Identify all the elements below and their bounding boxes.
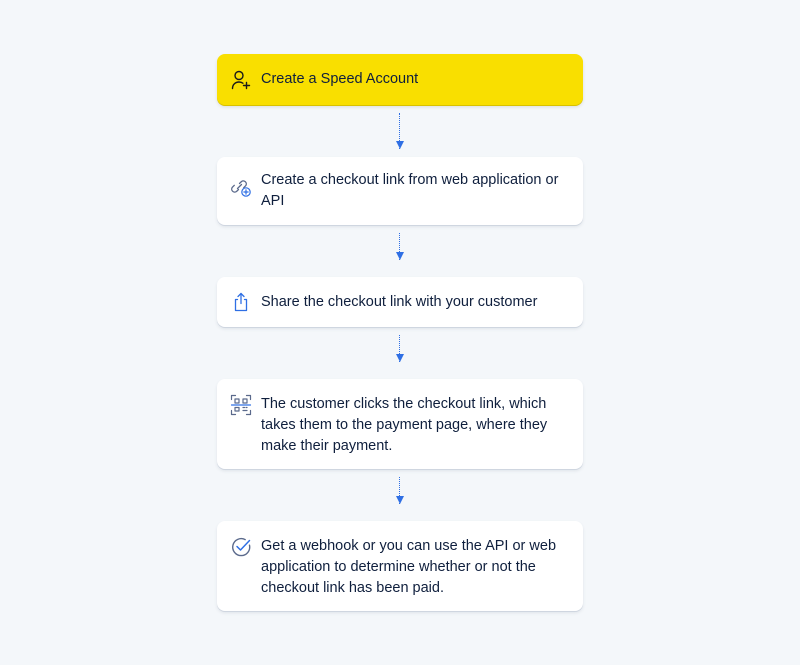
step-label: Share the checkout link with your custom…: [261, 293, 538, 310]
flow-arrow: [217, 225, 583, 277]
step-label: The customer clicks the checkout link, w…: [261, 396, 548, 454]
step-webhook-confirmation: Get a webhook or you can use the API or …: [217, 521, 583, 611]
flow-arrow: [217, 105, 583, 157]
step-label: Get a webhook or you can use the API or …: [261, 538, 557, 596]
check-circle-icon: [229, 535, 253, 559]
user-add-icon: [229, 68, 253, 92]
step-label: Create a Speed Account: [261, 71, 419, 87]
step-create-checkout-link: Create a checkout link from web applicat…: [217, 157, 583, 225]
share-icon: [229, 290, 253, 314]
link-add-icon: [229, 175, 253, 199]
flow-arrow: [217, 469, 583, 521]
step-label: Create a checkout link from web applicat…: [261, 172, 559, 209]
step-share-link: Share the checkout link with your custom…: [217, 277, 583, 327]
qr-scan-icon: [229, 393, 253, 417]
checkout-flow-diagram: Create a Speed Account Create a checkout…: [217, 54, 583, 611]
flow-arrow: [217, 327, 583, 379]
step-customer-pays: The customer clicks the checkout link, w…: [217, 379, 583, 469]
step-create-account: Create a Speed Account: [217, 54, 583, 105]
